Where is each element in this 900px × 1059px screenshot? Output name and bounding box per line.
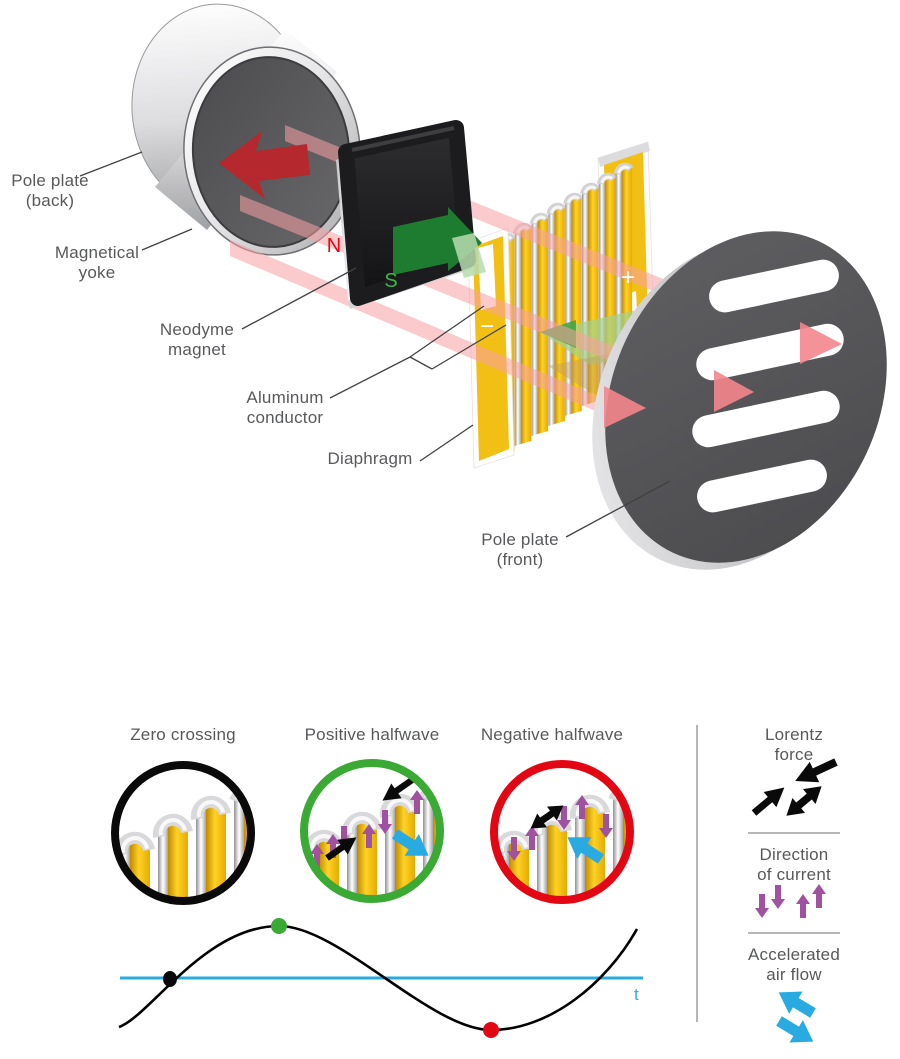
- pole-plate-front-disc: [592, 231, 887, 570]
- header-zero-crossing: Zero crossing: [105, 725, 261, 745]
- magnet-north-label: N: [327, 235, 341, 257]
- label-neodyme-magnet: Neodyme magnet: [140, 320, 254, 360]
- field-arrowheads: [604, 322, 842, 428]
- header-text: Negative halfwave: [480, 725, 624, 744]
- legend-line: Direction: [759, 845, 829, 864]
- magnetical-yoke-cylinder: [131, 3, 361, 256]
- zero-crossing-marker: [163, 971, 177, 987]
- south-field-arrow: [393, 207, 486, 278]
- label-pole-plate-front: Pole plate (front): [468, 530, 572, 570]
- label-line: Neodyme: [159, 320, 235, 339]
- label-line: Aluminum: [246, 388, 324, 407]
- label-diaphragm: Diaphragm: [318, 449, 422, 469]
- legend-line: force: [774, 745, 814, 764]
- header-text: Positive halfwave: [304, 725, 440, 744]
- legend-line: Accelerated: [748, 945, 840, 964]
- legend-line: Lorentz: [764, 725, 824, 744]
- label-line: Pole plate: [481, 530, 559, 549]
- positive-halfwave-circle: [300, 759, 444, 903]
- label-line: Pole plate: [11, 171, 89, 190]
- header-positive-halfwave: Positive halfwave: [293, 725, 451, 745]
- label-line: magnet: [168, 340, 226, 359]
- time-axis-label: t: [634, 985, 639, 1004]
- label-aluminum-conductor: Aluminum conductor: [228, 388, 342, 428]
- label-magnetical-yoke: Magnetical yoke: [36, 243, 158, 283]
- current-direction-arrows-icon: [755, 884, 826, 918]
- terminal-minus-label: −: [480, 313, 494, 340]
- legend-accelerated-air-flow: Accelerated air flow: [733, 945, 855, 985]
- sine-curve: [118, 924, 639, 1032]
- legend-dividers: [696, 725, 840, 1022]
- air-flow-arrows-icon: [772, 981, 820, 1053]
- legend-lorentz-force: Lorentz force: [733, 725, 855, 765]
- label-line: conductor: [246, 408, 324, 427]
- label-line: (front): [496, 550, 544, 569]
- diaphragm-left-plate: [467, 227, 515, 469]
- label-line: Diaphragm: [327, 449, 413, 468]
- positive-peak-marker: [271, 918, 287, 934]
- pointer-lines: [79, 151, 671, 538]
- header-negative-halfwave: Negative halfwave: [473, 725, 631, 745]
- label-line: Magnetical: [54, 243, 140, 262]
- signal-waveform: t: [118, 918, 643, 1038]
- flux-arrow: [219, 131, 310, 199]
- label-pole-plate-back: Pole plate (back): [0, 171, 100, 211]
- negative-peak-marker: [483, 1022, 499, 1038]
- negative-halfwave-circle: [490, 760, 634, 904]
- header-text: Zero crossing: [130, 725, 236, 744]
- legend-line: air flow: [766, 965, 822, 984]
- magnet-south-label: S: [384, 270, 397, 292]
- label-line: (back): [25, 191, 75, 210]
- terminal-plus-label: +: [621, 264, 635, 291]
- legend-direction-of-current: Direction of current: [733, 845, 855, 885]
- legend-line: of current: [757, 865, 831, 884]
- label-line: yoke: [78, 263, 116, 282]
- zero-crossing-circle: [111, 761, 255, 905]
